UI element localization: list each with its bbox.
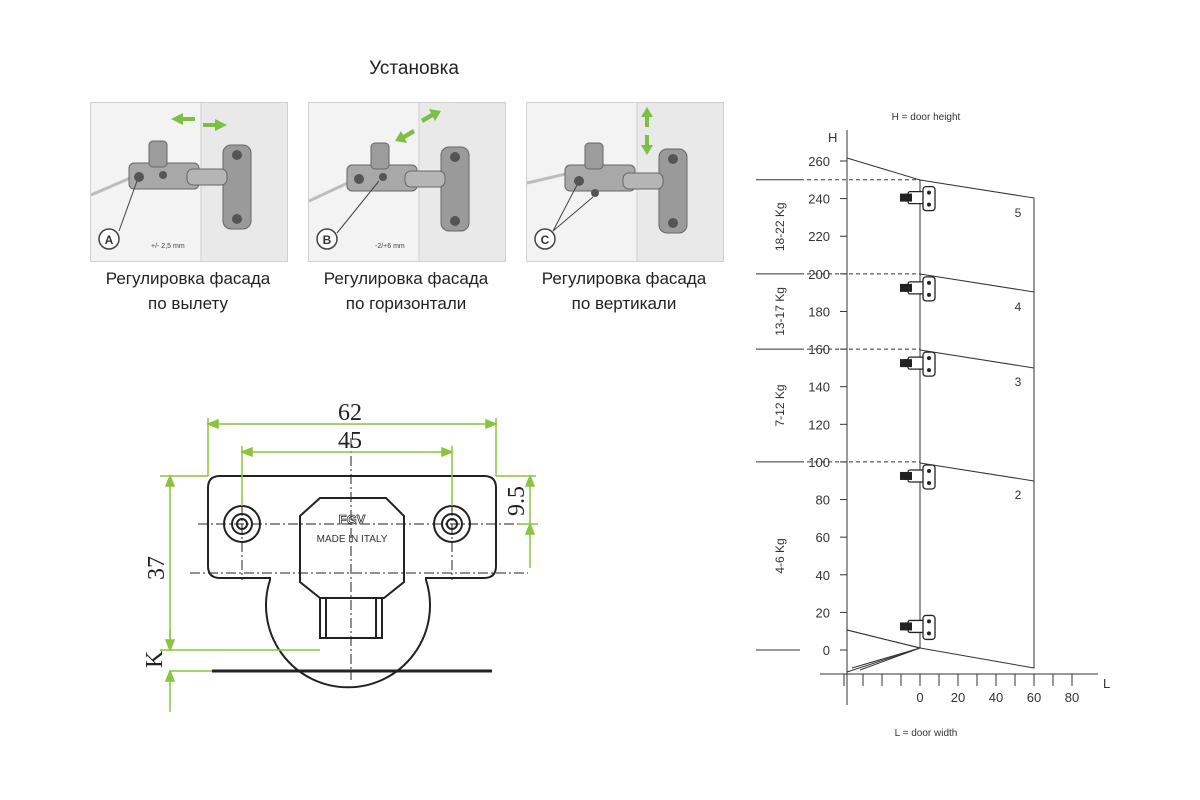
dim-37-label: 37 bbox=[144, 556, 170, 580]
y-tick-label: 220 bbox=[808, 229, 830, 244]
install-title: Установка bbox=[369, 58, 459, 79]
y-axis-letter: H bbox=[828, 130, 837, 145]
panel-a-caption: Регулировка фасада по вылету bbox=[68, 266, 308, 316]
weight-band-label: 4-6 Kg bbox=[773, 538, 787, 573]
panel-a-caption-line1: Регулировка фасада bbox=[105, 269, 271, 288]
logo-mark: FGV bbox=[339, 512, 366, 527]
y-tick-label: 0 bbox=[823, 643, 830, 658]
chart-xlabel: L = door width bbox=[895, 728, 958, 739]
x-tick-label: 0 bbox=[916, 690, 923, 705]
hinge-count-label: 3 bbox=[1015, 375, 1022, 389]
hinge-plate-drawing: FGV MADE IN ITALY 62 45 9.5 37 K bbox=[142, 400, 538, 712]
x-tick-label: 60 bbox=[1027, 690, 1041, 705]
hinge-icon bbox=[900, 185, 936, 212]
hinge-count-label: 4 bbox=[1015, 300, 1022, 314]
x-tick-label: 20 bbox=[951, 690, 965, 705]
y-tick-label: 200 bbox=[808, 267, 830, 282]
x-tick-label: 40 bbox=[989, 690, 1003, 705]
panel-b-caption: Регулировка фасада по горизонтали bbox=[286, 266, 526, 316]
y-tick-label: 180 bbox=[808, 304, 830, 319]
y-tick-label: 60 bbox=[816, 530, 830, 545]
y-tick-label: 260 bbox=[808, 154, 830, 169]
hinge-icon bbox=[900, 276, 936, 302]
y-tick-label: 120 bbox=[808, 417, 830, 432]
panel-a-caption-line2: по вылету bbox=[148, 294, 228, 313]
x-tick-label: 80 bbox=[1065, 690, 1079, 705]
panel-c-caption-line1: Регулировка фасада bbox=[541, 269, 707, 288]
dim-45-label: 45 bbox=[338, 428, 362, 454]
y-tick-label: 100 bbox=[808, 455, 830, 470]
x-axis-letter: L bbox=[1103, 676, 1110, 691]
weight-band-label: 18-22 Kg bbox=[773, 202, 787, 251]
hinge-icon bbox=[900, 614, 936, 641]
hinge-count-label: 2 bbox=[1015, 488, 1022, 502]
dim-9-5-label: 9.5 bbox=[504, 486, 530, 516]
weight-band-label: 13-17 Kg bbox=[773, 287, 787, 336]
y-tick-label: 80 bbox=[816, 493, 830, 508]
adjust-panel-b-image: B -2/+6 mm bbox=[308, 102, 506, 262]
panel-b-caption-line2: по горизонтали bbox=[345, 294, 467, 313]
panel-b-caption-line1: Регулировка фасада bbox=[323, 269, 489, 288]
dim-k-label: K bbox=[142, 650, 168, 668]
dim-62-label: 62 bbox=[338, 400, 362, 426]
chart-title: H = door height bbox=[892, 112, 961, 123]
y-tick-label: 140 bbox=[808, 380, 830, 395]
weight-band-label: 7-12 Kg bbox=[773, 384, 787, 426]
y-tick-label: 240 bbox=[808, 192, 830, 207]
y-tick-label: 20 bbox=[816, 605, 830, 620]
y-tick-label: 160 bbox=[808, 342, 830, 357]
hinge-icon bbox=[900, 351, 936, 377]
hinge-count-label: 5 bbox=[1015, 206, 1022, 220]
made-in-italy-text: MADE IN ITALY bbox=[317, 534, 388, 545]
panel-c-caption: Регулировка фасада по вертикали bbox=[504, 266, 744, 316]
y-tick-label: 40 bbox=[816, 568, 830, 583]
panel-c-caption-line2: по вертикали bbox=[571, 294, 677, 313]
adjust-panel-a-image: A +/- 2,5 mm bbox=[90, 102, 288, 262]
hinge-icon bbox=[900, 464, 936, 490]
adjust-panel-c-image: C bbox=[526, 102, 724, 262]
